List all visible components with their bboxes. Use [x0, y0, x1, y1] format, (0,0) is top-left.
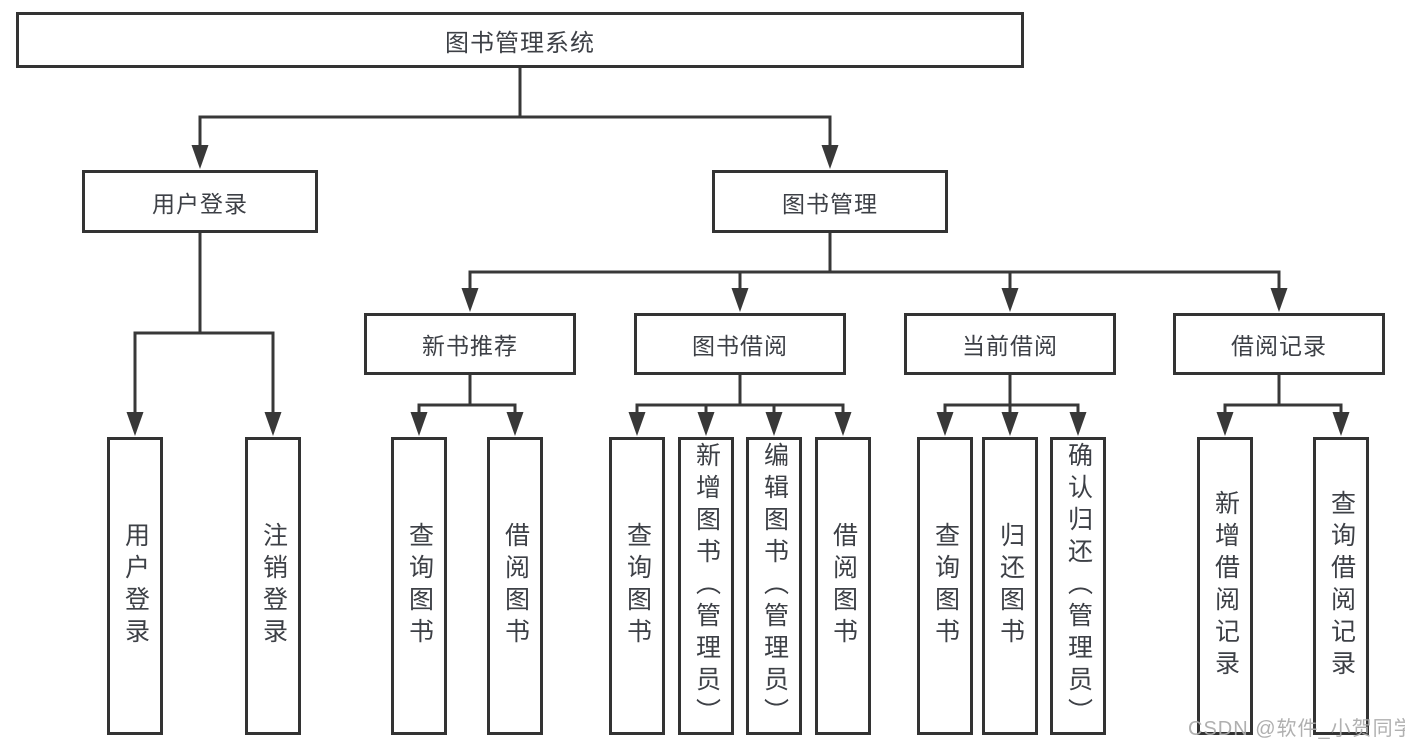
- node-return-books-label: 归还图书: [996, 522, 1025, 650]
- node-query-books-newrec-label: 查询图书: [405, 522, 434, 650]
- node-query-books-borrow-label: 查询图书: [623, 522, 652, 650]
- node-confirm-return-admin: 确认归还（管理员）: [1050, 437, 1106, 735]
- node-add-books-admin-label: 新增图书（管理员）: [692, 442, 721, 730]
- node-borrow-records: 借阅记录: [1173, 313, 1385, 375]
- node-book-borrow-label: 图书借阅: [692, 333, 788, 359]
- node-user-login-leaf-label: 用户登录: [121, 522, 150, 650]
- node-root-label: 图书管理系统: [445, 29, 595, 57]
- node-query-books-newrec: 查询图书: [391, 437, 447, 735]
- node-new-book-recommend: 新书推荐: [364, 313, 576, 375]
- connector-new-books-children: [410, 373, 524, 436]
- node-return-books: 归还图书: [982, 437, 1038, 735]
- node-logout-leaf-label: 注销登录: [259, 522, 288, 650]
- connector-borrow-records-children: [1216, 373, 1350, 436]
- node-book-borrow: 图书借阅: [634, 313, 846, 375]
- node-user-login-label: 用户登录: [152, 190, 248, 217]
- node-current-borrow: 当前借阅: [904, 313, 1116, 375]
- node-edit-books-admin: 编辑图书（管理员）: [746, 437, 802, 735]
- node-borrow-books-newrec-label: 借阅图书: [501, 522, 530, 650]
- node-book-management-label: 图书管理: [782, 190, 878, 217]
- node-add-borrow-record: 新增借阅记录: [1197, 437, 1253, 735]
- connector-user-login-children: [126, 231, 282, 436]
- node-root: 图书管理系统: [16, 12, 1024, 68]
- node-new-book-recommend-label: 新书推荐: [422, 333, 518, 359]
- node-confirm-return-admin-label: 确认归还（管理员）: [1064, 442, 1093, 730]
- node-query-borrow-record-label: 查询借阅记录: [1327, 490, 1356, 682]
- node-borrow-books-newrec: 借阅图书: [487, 437, 543, 735]
- node-logout-leaf: 注销登录: [245, 437, 301, 735]
- connector-book-borrow-children: [628, 373, 852, 436]
- node-user-login-leaf: 用户登录: [107, 437, 163, 735]
- node-add-books-admin: 新增图书（管理员）: [678, 437, 734, 735]
- node-query-borrow-record: 查询借阅记录: [1313, 437, 1369, 735]
- connector-book-mgmt-to-level3: [461, 231, 1288, 312]
- node-borrow-books-leaf-label: 借阅图书: [829, 522, 858, 650]
- node-query-books-current-label: 查询图书: [931, 522, 960, 650]
- node-book-management: 图书管理: [712, 170, 948, 233]
- node-query-books-borrow: 查询图书: [609, 437, 665, 735]
- node-borrow-records-label: 借阅记录: [1231, 333, 1327, 359]
- node-query-books-current: 查询图书: [917, 437, 973, 735]
- node-add-borrow-record-label: 新增借阅记录: [1211, 490, 1240, 682]
- node-user-login: 用户登录: [82, 170, 318, 233]
- node-current-borrow-label: 当前借阅: [962, 333, 1058, 359]
- csdn-watermark: CSDN @软件_小贺同学: [1188, 718, 1405, 740]
- connector-root-to-level2: [191, 66, 839, 169]
- connector-current-borrow-children: [936, 373, 1087, 436]
- node-borrow-books-leaf: 借阅图书: [815, 437, 871, 735]
- node-edit-books-admin-label: 编辑图书（管理员）: [760, 442, 789, 730]
